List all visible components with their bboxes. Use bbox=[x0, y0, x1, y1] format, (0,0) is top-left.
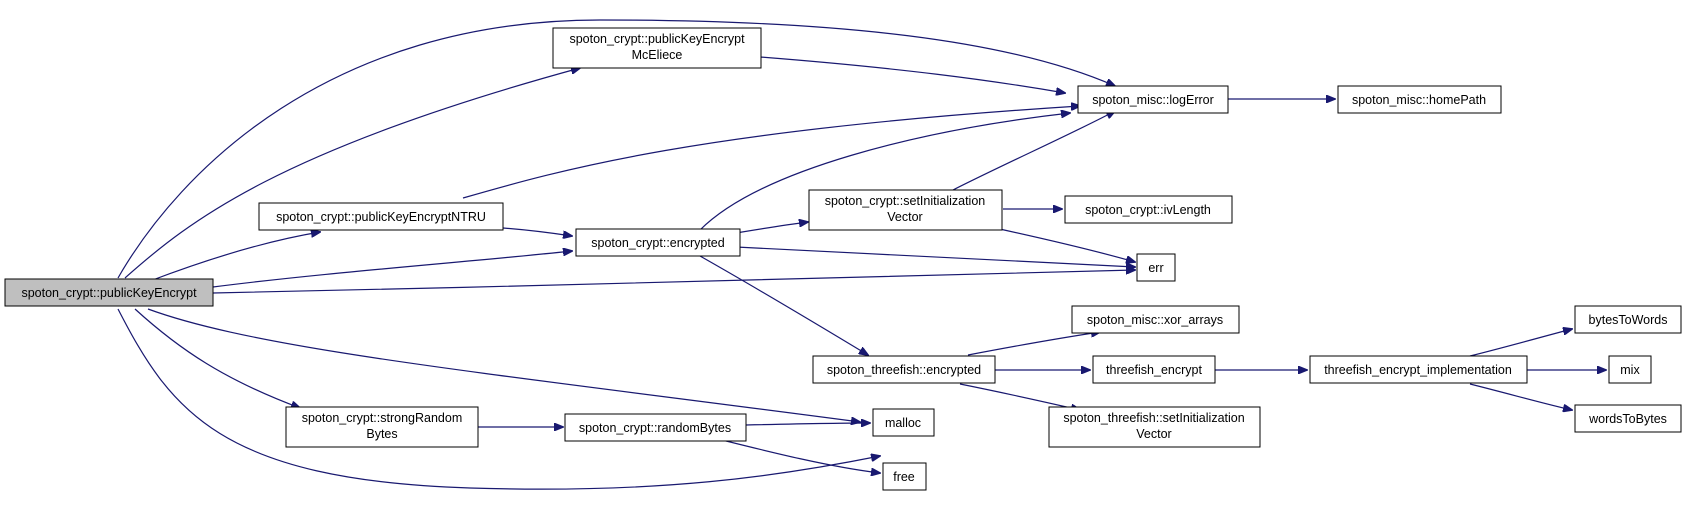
node-label: spoton_crypt::strongRandom bbox=[302, 411, 463, 425]
edge-encrypted-to-err bbox=[735, 246, 1135, 267]
node-xor-arrays[interactable]: spoton_misc::xor_arrays bbox=[1071, 305, 1240, 334]
node-mix[interactable]: mix bbox=[1608, 355, 1652, 384]
node-publickeyencrypt[interactable]: spoton_crypt::publicKeyEncrypt bbox=[4, 278, 214, 307]
node-label: McEliece bbox=[632, 48, 683, 62]
node-label: threefish_encrypt bbox=[1106, 363, 1202, 377]
node-label: spoton_misc::logError bbox=[1092, 93, 1214, 107]
node-publickeyencrypt-mceliece[interactable]: spoton_crypt::publicKeyEncrypt McEliece bbox=[552, 27, 762, 69]
node-label: spoton_misc::xor_arrays bbox=[1087, 313, 1223, 327]
edge-setiv-to-logerror bbox=[952, 111, 1115, 191]
edge-root-to-free bbox=[117, 308, 880, 490]
node-err[interactable]: err bbox=[1136, 253, 1176, 282]
node-label: spoton_threefish::encrypted bbox=[827, 363, 981, 377]
edge-setiv-to-err bbox=[994, 227, 1135, 262]
node-label: spoton_crypt::encrypted bbox=[591, 236, 724, 250]
node-threefish-setinitializationvector[interactable]: spoton_threefish::setInitialization Vect… bbox=[1048, 406, 1261, 448]
edge-root-to-logerror-top bbox=[117, 19, 1115, 279]
node-label: threefish_encrypt_implementation bbox=[1324, 363, 1512, 377]
nodes: spoton_crypt::publicKeyEncrypt spoton_cr… bbox=[4, 27, 1682, 491]
node-strongrandombytes[interactable]: spoton_crypt::strongRandom Bytes bbox=[285, 406, 479, 448]
node-setinitializationvector[interactable]: spoton_crypt::setInitialization Vector bbox=[808, 189, 1003, 231]
edge-root-to-ntru bbox=[149, 232, 320, 282]
edge-tfimpl-to-wordstobytes bbox=[1469, 383, 1572, 410]
node-randombytes[interactable]: spoton_crypt::randomBytes bbox=[564, 413, 747, 442]
edge-randombytes-to-malloc bbox=[745, 423, 870, 425]
node-publickeyencrypt-ntru[interactable]: spoton_crypt::publicKeyEncryptNTRU bbox=[258, 202, 504, 231]
node-label: mix bbox=[1620, 363, 1640, 377]
edge-tfencrypted-to-xorarrays bbox=[967, 332, 1100, 356]
edge-root-to-encrypted bbox=[212, 251, 572, 288]
node-malloc[interactable]: malloc bbox=[872, 408, 935, 437]
node-label: malloc bbox=[885, 416, 921, 430]
node-label: wordsToBytes bbox=[1588, 412, 1667, 426]
node-homepath[interactable]: spoton_misc::homePath bbox=[1337, 85, 1502, 114]
node-threefish-encrypted[interactable]: spoton_threefish::encrypted bbox=[812, 355, 996, 384]
node-label: spoton_crypt::setInitialization bbox=[825, 194, 986, 208]
node-label: Vector bbox=[1136, 427, 1171, 441]
edge-root-to-malloc bbox=[147, 308, 860, 422]
edge-ntru-to-encrypted bbox=[502, 227, 572, 236]
node-label: Bytes bbox=[366, 427, 397, 441]
node-label: spoton_crypt::publicKeyEncrypt bbox=[21, 286, 197, 300]
edge-root-to-mceliece bbox=[124, 68, 580, 279]
node-label: free bbox=[893, 470, 915, 484]
edge-root-to-err bbox=[212, 270, 1135, 294]
edge-tfimpl-to-bytestowords bbox=[1469, 329, 1572, 357]
node-label: spoton_crypt::ivLength bbox=[1085, 203, 1211, 217]
node-label: spoton_threefish::setInitialization bbox=[1063, 411, 1244, 425]
node-encrypted[interactable]: spoton_crypt::encrypted bbox=[575, 228, 741, 257]
edge-encrypted-to-logerror bbox=[699, 113, 1070, 231]
edge-mceliece-to-logerror bbox=[759, 56, 1065, 93]
node-label: spoton_crypt::randomBytes bbox=[579, 421, 731, 435]
node-threefish-encrypt-implementation[interactable]: threefish_encrypt_implementation bbox=[1309, 355, 1528, 384]
edge-encrypted-to-setiv bbox=[735, 222, 808, 234]
edges bbox=[117, 19, 1606, 490]
node-free[interactable]: free bbox=[882, 462, 927, 491]
node-wordstobytes[interactable]: wordsToBytes bbox=[1574, 404, 1682, 433]
node-label: err bbox=[1148, 261, 1163, 275]
edge-randombytes-to-free bbox=[717, 438, 880, 473]
node-label: spoton_misc::homePath bbox=[1352, 93, 1486, 107]
node-label: bytesToWords bbox=[1589, 313, 1668, 327]
node-bytestowords[interactable]: bytesToWords bbox=[1574, 305, 1682, 334]
node-threefish-encrypt[interactable]: threefish_encrypt bbox=[1092, 355, 1216, 384]
node-label: spoton_crypt::publicKeyEncrypt bbox=[569, 32, 745, 46]
edge-root-to-strongrandom bbox=[134, 308, 300, 408]
edge-tfencrypted-to-tfsetiv bbox=[959, 383, 1080, 410]
node-ivlength[interactable]: spoton_crypt::ivLength bbox=[1064, 195, 1233, 224]
edge-encrypted-to-tf-encrypted bbox=[699, 255, 868, 355]
node-logerror[interactable]: spoton_misc::logError bbox=[1077, 85, 1229, 114]
node-label: Vector bbox=[887, 210, 922, 224]
edge-ntru-to-logerror bbox=[462, 106, 1080, 199]
node-label: spoton_crypt::publicKeyEncryptNTRU bbox=[276, 210, 486, 224]
